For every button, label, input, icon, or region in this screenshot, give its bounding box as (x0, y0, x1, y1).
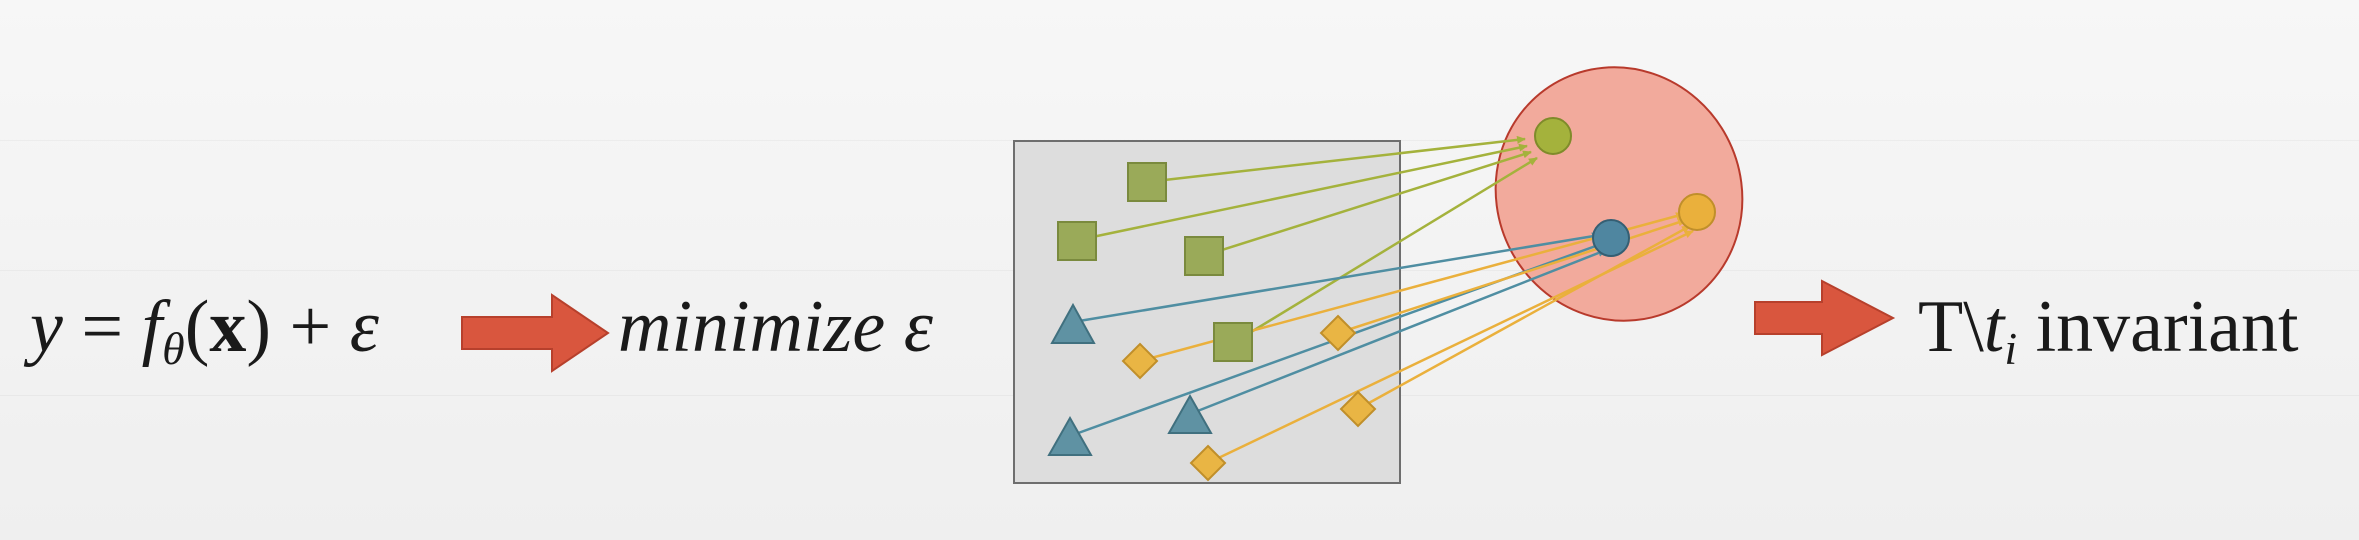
minimize-text: minimize ε (618, 290, 933, 364)
circle-icon (1534, 117, 1572, 155)
triangle-icon (1050, 302, 1096, 344)
result-T: T\ (1918, 286, 1984, 368)
triangle-icon (1047, 415, 1093, 456)
right-arrow-icon (461, 293, 610, 373)
eq-plus: + (271, 286, 350, 368)
mapping-arrow (1189, 248, 1607, 416)
square-icon (1184, 236, 1224, 276)
diamond-icon (1189, 444, 1227, 482)
mapping-arrow (1077, 143, 1528, 242)
right-arrow-icon (1754, 279, 1896, 357)
mapping-arrow (1072, 232, 1601, 324)
square-icon (1213, 322, 1253, 362)
diamond-icon (1339, 390, 1377, 428)
mapping-arrow (1357, 224, 1691, 411)
equation: y = fθ(x) + ε (30, 290, 379, 372)
circle-icon (1678, 193, 1716, 231)
eq-lparen: ( (184, 286, 210, 368)
diamond-icon (1121, 342, 1159, 380)
result-invariant: invariant (2017, 286, 2299, 368)
feature-space-ellipse (1494, 66, 1744, 322)
result-text: T\ti invariant (1918, 290, 2299, 372)
minimize-epsilon: ε (903, 286, 933, 368)
result-subscript-i: i (2004, 322, 2018, 374)
result-t: t (1983, 286, 2005, 368)
square-icon (1127, 162, 1167, 202)
eq-equals: = (62, 286, 142, 368)
triangle-icon (1167, 393, 1213, 434)
mapping-arrow (1232, 156, 1538, 345)
circle-icon (1592, 219, 1630, 257)
eq-rparen: ) (246, 286, 272, 368)
eq-epsilon: ε (349, 286, 379, 368)
mapping-arrow (1146, 135, 1526, 184)
mapping-arrow (1207, 229, 1694, 465)
mapping-arrow (1202, 150, 1532, 258)
diamond-icon (1319, 314, 1357, 352)
eq-f: f (141, 286, 163, 368)
minimize-word: minimize (618, 286, 886, 368)
eq-x: x (209, 286, 247, 368)
eq-y: y (30, 286, 63, 368)
eq-theta: θ (162, 322, 185, 374)
square-icon (1057, 221, 1097, 261)
